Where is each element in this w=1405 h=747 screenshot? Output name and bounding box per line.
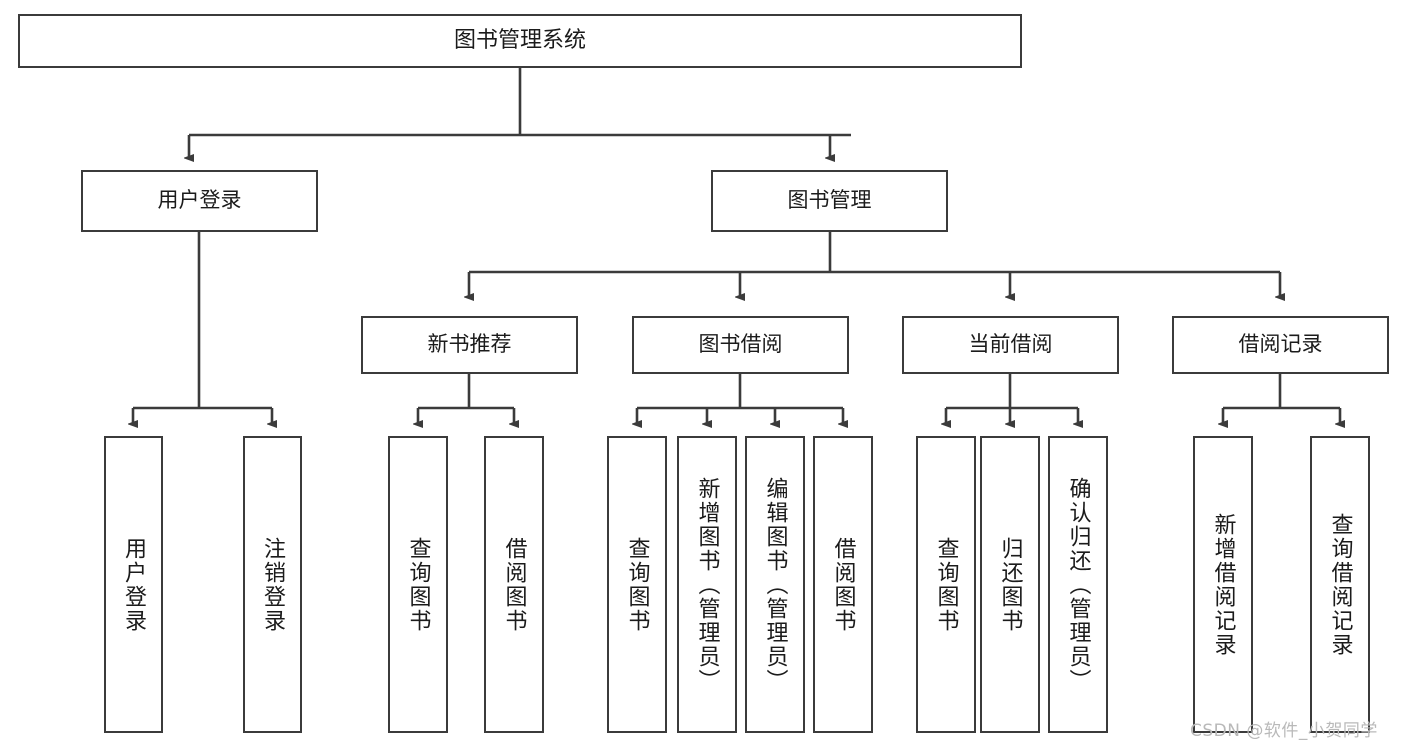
leaf-current-confirm-return-admin[interactable]: 确认归还（管理员） [1048,436,1108,733]
node-book-management[interactable]: 图书管理 [711,170,948,232]
node-label: 借阅记录 [1238,332,1323,357]
leaf-borrow-add-book-admin[interactable]: 新增图书（管理员） [677,436,737,733]
node-label: 借阅图书 [830,536,856,633]
leaf-current-return-book[interactable]: 归还图书 [980,436,1040,733]
node-label: 查询借阅记录 [1327,512,1353,657]
node-root-system[interactable]: 图书管理系统 [18,14,1022,68]
node-label: 编辑图书（管理员） [762,476,788,693]
leaf-borrow-query-book[interactable]: 查询图书 [607,436,667,733]
csdn-watermark: CSDN @软件_小贺同学 [1190,721,1378,741]
leaf-record-add-record[interactable]: 新增借阅记录 [1193,436,1253,733]
node-label: 查询图书 [405,536,431,633]
node-user-login[interactable]: 用户登录 [81,170,318,232]
node-label: 归还图书 [997,536,1023,633]
node-new-book-recommend[interactable]: 新书推荐 [361,316,578,374]
leaf-current-query-book[interactable]: 查询图书 [916,436,976,733]
leaf-record-query-record[interactable]: 查询借阅记录 [1310,436,1370,733]
node-book-borrow[interactable]: 图书借阅 [632,316,849,374]
node-label: 用户登录 [157,188,242,213]
leaf-borrow-borrow-book[interactable]: 借阅图书 [813,436,873,733]
leaf-user-login-signout[interactable]: 注销登录 [243,436,302,733]
node-label: 图书管理 [787,188,872,213]
node-current-borrow[interactable]: 当前借阅 [902,316,1119,374]
leaf-new-book-query[interactable]: 查询图书 [388,436,448,733]
node-label: 新增借阅记录 [1210,512,1236,657]
node-label: 借阅图书 [501,536,527,633]
leaf-new-book-borrow[interactable]: 借阅图书 [484,436,544,733]
node-label: 图书借阅 [698,332,783,357]
leaf-user-login-signin[interactable]: 用户登录 [104,436,163,733]
node-label: 确认归还（管理员） [1065,476,1091,693]
node-label: 注销登录 [260,536,286,633]
node-label: 查询图书 [624,536,650,633]
node-label: 新增图书（管理员） [694,476,720,693]
node-label: 图书管理系统 [453,28,586,54]
node-label: 用户登录 [121,536,147,633]
leaf-borrow-edit-book-admin[interactable]: 编辑图书（管理员） [745,436,805,733]
node-label: 新书推荐 [427,332,512,357]
node-label: 当前借阅 [968,332,1053,357]
node-borrow-record[interactable]: 借阅记录 [1172,316,1389,374]
node-label: 查询图书 [933,536,959,633]
